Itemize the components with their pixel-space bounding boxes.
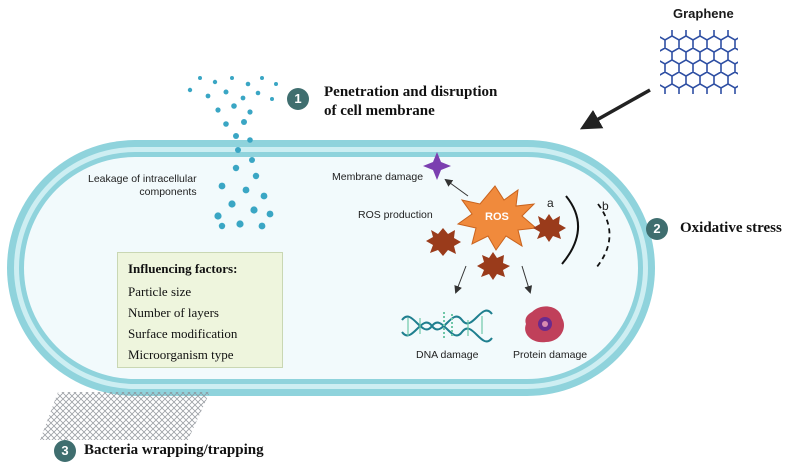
label-b: b	[602, 199, 609, 213]
influencing-factors-box: Influencing factors: Particle size Numbe…	[117, 252, 283, 368]
factor-item: Surface modification	[128, 326, 238, 341]
factor-item: Particle size	[128, 284, 192, 299]
step-3-badge: 3	[54, 440, 76, 462]
protein-damage-label: Protein damage	[513, 349, 588, 361]
membrane-arc-a	[561, 195, 579, 265]
step-1-line2: of cell membrane	[324, 103, 435, 119]
ros-text: ROS	[485, 211, 509, 223]
ros-small-bursts	[426, 214, 566, 280]
ros-burst	[456, 185, 538, 251]
membrane-damage-star	[423, 152, 451, 180]
leakage-line2: components	[139, 186, 197, 198]
step-1-line1: Penetration and disruption	[324, 84, 498, 100]
graphene-label: Graphene	[673, 6, 734, 21]
leakage-line1: Leakage of intracellular	[88, 173, 197, 185]
ros-production-label: ROS production	[358, 209, 433, 221]
dna-damage-label: DNA damage	[416, 349, 479, 361]
factor-item: Microorganism type	[128, 347, 234, 362]
step-2-badge: 2	[646, 218, 668, 240]
step-1-badge: 1	[287, 88, 309, 110]
graphene-sheet-icon	[660, 30, 738, 94]
leakage-dots	[187, 76, 278, 230]
graphene-wrap-sheet	[40, 392, 210, 440]
graphene-arrow	[579, 88, 651, 130]
membrane-damage-label: Membrane damage	[332, 171, 424, 183]
leakage-label: Leakage of intracellular components	[88, 173, 197, 199]
step-1-title: Penetration and disruption of cell membr…	[324, 83, 497, 121]
dna-icon	[401, 309, 493, 343]
factor-item: Number of layers	[128, 305, 219, 320]
factors-title: Influencing factors:	[128, 261, 238, 276]
step-2-title: Oxidative stress	[680, 220, 782, 236]
protein-icon	[525, 306, 565, 343]
ros-arrows	[444, 178, 533, 294]
step-3-title: Bacteria wrapping/trapping	[84, 442, 264, 458]
label-a: a	[547, 196, 554, 210]
